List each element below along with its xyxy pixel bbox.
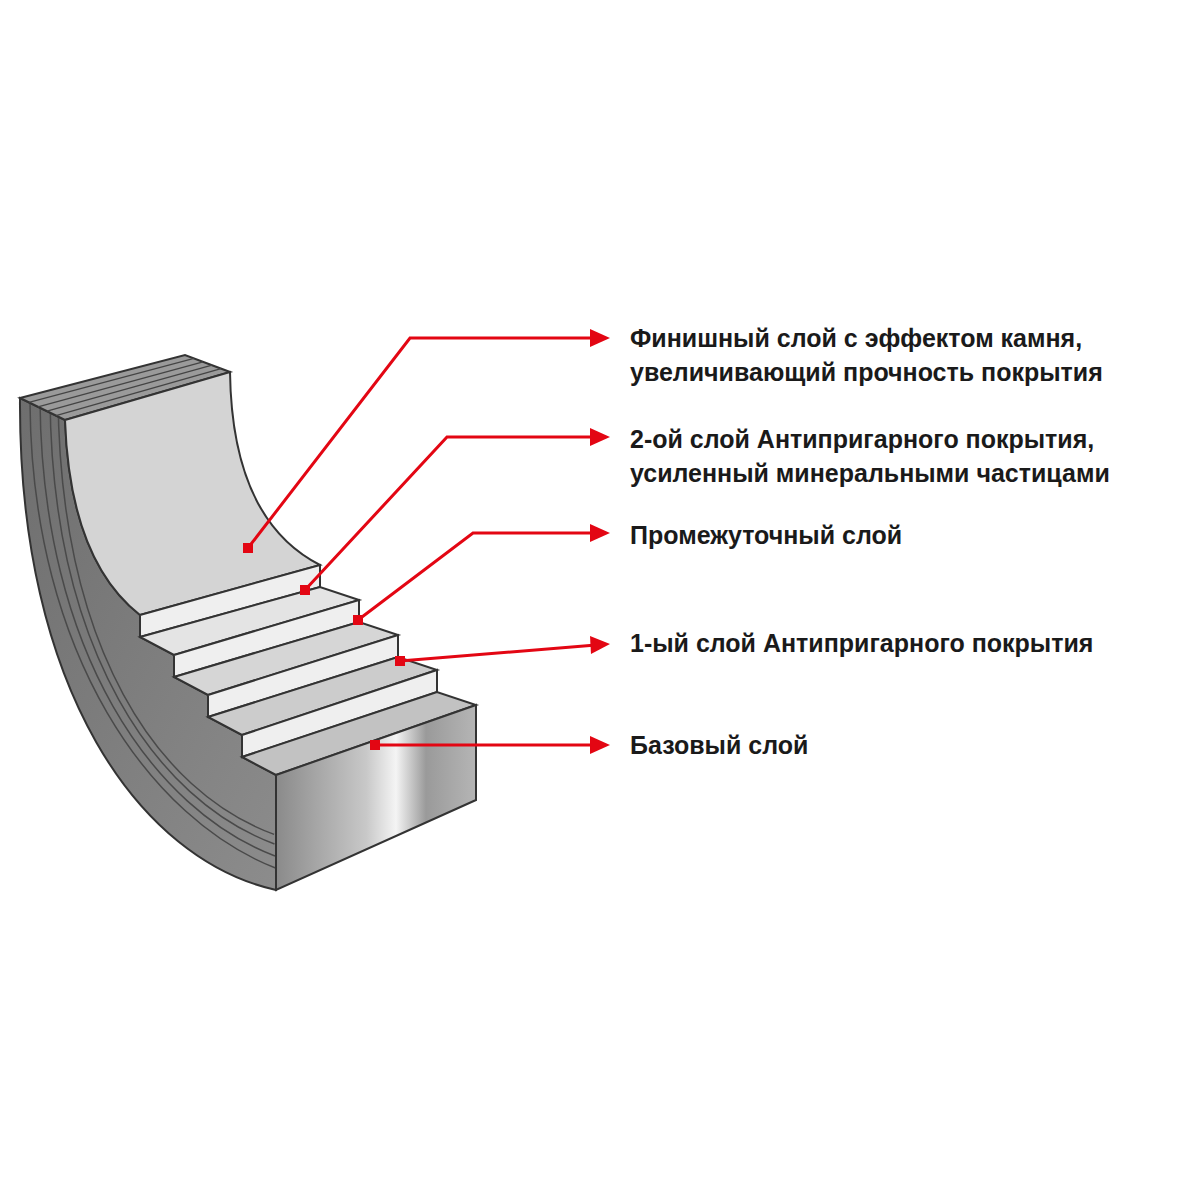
layer-label: 1-ый слой Антипригарного покрытия	[630, 626, 1195, 660]
layer-label: Базовый слой	[630, 728, 1195, 762]
leader-heads	[243, 329, 610, 754]
layer-label: Промежуточный слой	[630, 518, 1195, 552]
layer-stack	[20, 355, 476, 890]
base-layer	[276, 705, 476, 890]
layer-label: 2-ой слой Антипригарного покрытия, усиле…	[630, 422, 1195, 490]
leader-lines	[248, 338, 596, 745]
layer-label: Финишный слой с эффектом камня, увеличив…	[630, 321, 1195, 389]
